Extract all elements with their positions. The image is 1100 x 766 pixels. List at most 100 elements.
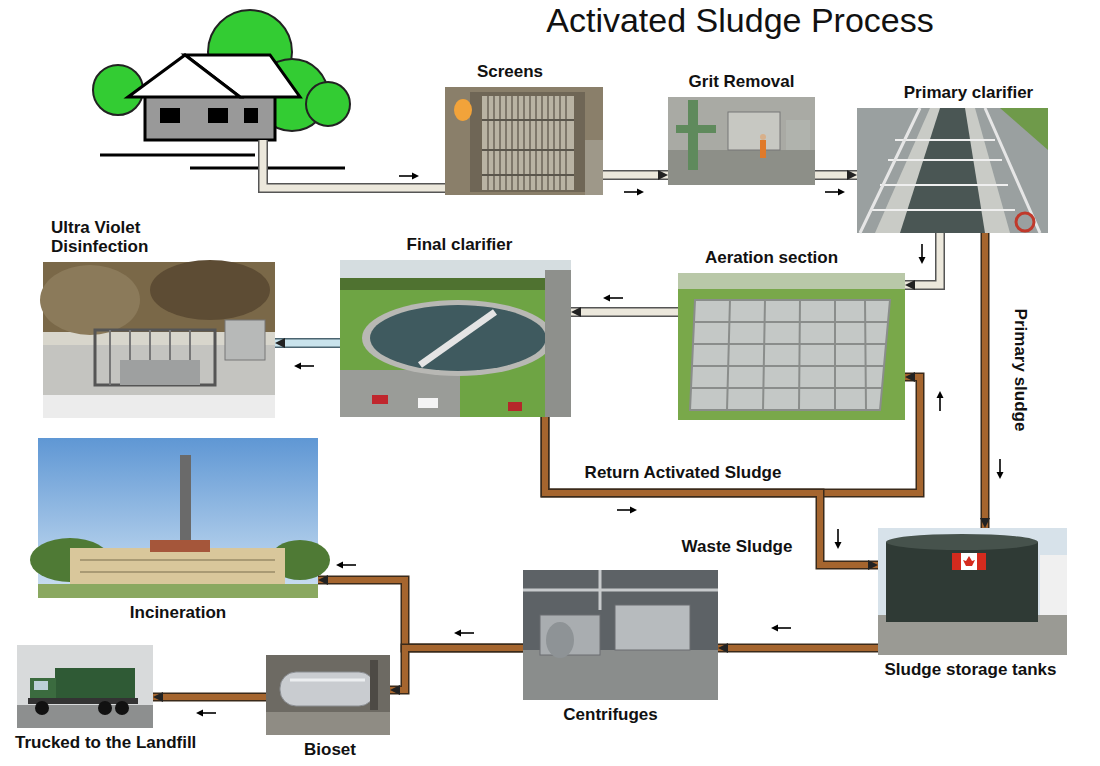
grit-photo (688, 100, 698, 170)
pipe-outline (318, 580, 523, 648)
pipe-connector (390, 648, 523, 690)
aeration-photo (678, 273, 905, 420)
pipe-body (275, 340, 340, 347)
bioset-photo (290, 679, 365, 682)
centrifuges-photo (523, 570, 718, 700)
flow-arrow (454, 630, 474, 637)
incineration-photo (150, 540, 210, 552)
final-clarifier-photo (340, 260, 571, 417)
truck-photo (34, 681, 48, 690)
incineration-photo (80, 560, 275, 572)
sludge-tank-photo (1040, 555, 1067, 615)
centrifuges-photo (523, 570, 718, 610)
screens-photo (482, 120, 574, 175)
process-label: Bioset (304, 740, 356, 760)
incineration-photo (38, 438, 318, 598)
final-clarifier-photo (340, 278, 571, 290)
process-photo-box: Final clarifier (340, 260, 571, 417)
process-photo-box: Sludge storage tanks (878, 528, 1067, 655)
flow-arrow (294, 363, 314, 370)
flow-arrow (196, 710, 216, 717)
pipe-body (603, 172, 668, 179)
flow-arrow (336, 562, 356, 569)
flow-arrow (196, 173, 1004, 717)
screens-photo (585, 140, 603, 195)
process-label: Aeration section (705, 248, 838, 268)
sludge-tank-photo (878, 528, 1067, 655)
uv-disinfection-photo (150, 260, 270, 320)
incineration-photo (30, 438, 330, 598)
bioset-photo (370, 660, 378, 710)
house-icon (145, 94, 275, 140)
pipe-body (545, 417, 878, 565)
screens-photo (470, 92, 585, 192)
flow-label: Waste Sludge (680, 537, 795, 557)
flow-label: Primary sludge (1010, 307, 1030, 434)
pipe-connector (571, 312, 678, 313)
uv-disinfection-photo (225, 320, 265, 360)
final-clarifier-photo (372, 395, 388, 404)
inlet-pipe (263, 140, 445, 188)
flow-arrow (997, 459, 1004, 479)
pipe-outline (815, 170, 857, 180)
sludge-tank-photo (886, 542, 1038, 622)
final-clarifier-photo (418, 398, 438, 408)
process-photo-box: Bioset (266, 655, 390, 735)
pipe-body (905, 233, 940, 285)
pipe-outline (390, 648, 523, 690)
final-clarifier-photo (508, 402, 522, 411)
inlet-pipe (263, 140, 445, 188)
primary-clarifier-photo (857, 108, 1048, 233)
process-label: Sludge storage tanks (885, 660, 1057, 680)
uv-disinfection-photo (120, 360, 200, 385)
grit-photo (668, 97, 815, 185)
flow-arrow (624, 189, 644, 196)
pipe-connector (153, 697, 266, 698)
flow-arrow (937, 391, 944, 411)
uv-disinfection-photo (43, 395, 275, 418)
pipe-body (571, 309, 678, 316)
pipe-connector (545, 377, 920, 493)
pipe-outline (905, 233, 940, 285)
aeration-photo (690, 300, 890, 410)
primary-clarifier-photo (1016, 213, 1034, 231)
grit-photo (728, 112, 780, 150)
sludge-tank-photo (952, 553, 986, 570)
flow-arrow (771, 625, 791, 632)
pipe-outline (275, 338, 340, 348)
screens-photo (482, 96, 574, 190)
final-clarifier-photo (340, 370, 460, 417)
inlet-pipe (263, 140, 445, 188)
primary-clarifier-photo (857, 108, 1048, 233)
sludge-tank-photo (963, 556, 975, 566)
pipe-body (982, 233, 988, 528)
pipe-connector (905, 233, 940, 285)
pipe-outline (545, 377, 920, 493)
grit-photo (668, 97, 815, 185)
flow-label: Return Activated Sludge (583, 463, 784, 483)
flow-arrow (617, 507, 637, 514)
process-photo-box: Centrifuges (523, 570, 718, 700)
screens-photo (445, 87, 603, 195)
pipe-connector (603, 175, 668, 176)
grit-photo (786, 120, 810, 150)
final-clarifier-photo (370, 305, 546, 371)
process-label: Screens (477, 62, 543, 82)
screens-photo (445, 87, 603, 195)
uv-disinfection-photo (40, 265, 140, 335)
incineration-photo (70, 548, 285, 586)
pipe-connector (545, 417, 878, 565)
bioset-photo (266, 655, 390, 735)
flow-arrow (919, 244, 926, 264)
pipe-outline (603, 170, 668, 180)
process-photo-box: Grit Removal (668, 97, 815, 185)
pipe-body (318, 580, 523, 648)
aeration-photo (691, 322, 888, 388)
process-photo-box: Primary clarifier (857, 108, 1048, 233)
truck-photo (115, 701, 129, 715)
primary-clarifier-photo (900, 108, 985, 233)
aeration-photo (678, 273, 905, 289)
process-photo-box: Ultra Violet Disinfection (43, 262, 275, 418)
